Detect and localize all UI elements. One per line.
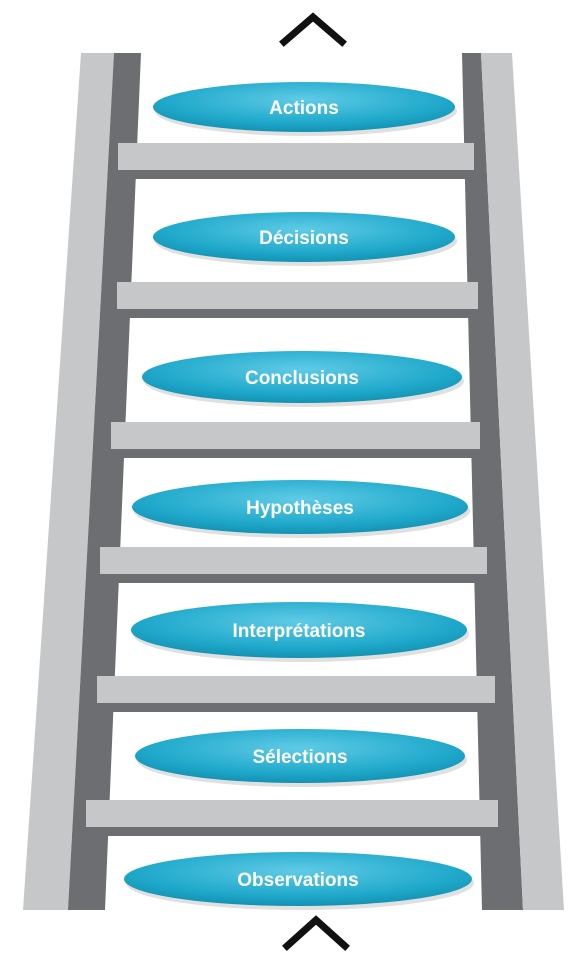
right-rail-outer [481,53,564,910]
ladder-rung [118,143,474,170]
step-pill [153,212,455,262]
step-pill [124,852,472,906]
ladder-rung [111,422,480,449]
step-label: Hypothèses [246,498,354,519]
left-rail-outer [23,53,114,910]
ladder-rung-shadow [88,827,496,836]
step-pill [132,480,468,534]
ladder-step: Décisions [153,212,457,266]
step-pill [153,82,455,132]
step-label: Conclusions [245,368,359,389]
step-pill [135,729,465,783]
ladder-rung [86,800,498,827]
ladder-step: Observations [124,852,474,910]
ladder-rung-shadow [113,449,478,458]
rungs-layer [86,143,498,836]
ladder-rung [117,282,478,309]
labels-layer: ActionsDécisionsConclusionsHypothèsesInt… [124,82,474,910]
step-label: Observations [237,870,358,891]
ladder-rung-shadow [99,703,493,712]
step-pill [142,351,462,403]
up-chevron-icon-bottom [282,915,350,951]
ladder-step: Actions [153,82,457,136]
step-label: Interprétations [232,621,365,642]
step-pill [131,602,467,658]
step-label: Sélections [252,747,347,768]
left-rail-inner [68,53,141,910]
ladder-rung-shadow [120,170,472,179]
ladder-rung-shadow [102,574,485,583]
ladder-step: Conclusions [142,351,464,407]
ladder-rung [100,547,487,574]
ladder-rung-shadow [119,309,476,318]
up-chevron-icon-top [279,12,347,47]
ladder-step: Hypothèses [132,480,470,538]
step-label: Actions [269,98,339,119]
step-label: Décisions [259,228,349,249]
ladder-step: Sélections [135,729,467,787]
ladder-rung [97,676,495,703]
ladder-step: Interprétations [131,602,469,662]
